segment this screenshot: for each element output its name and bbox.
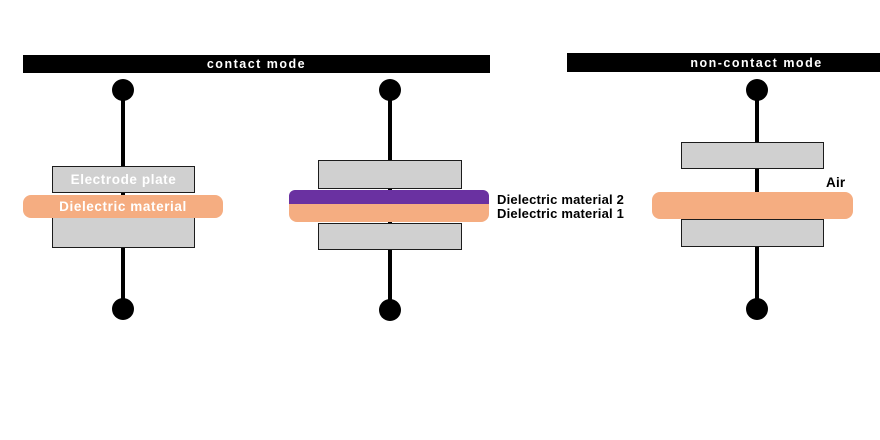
dielectric-bar bbox=[23, 195, 223, 218]
dielectric-bar bbox=[652, 192, 853, 219]
electrode-plate-top bbox=[681, 142, 824, 169]
electrode-plate-label: Electrode plate bbox=[70, 172, 177, 187]
contact-mode-header-label: contact mode bbox=[206, 57, 307, 71]
dielectric2-bar bbox=[289, 190, 489, 204]
air-gap-label: Air bbox=[826, 175, 846, 190]
dielectric2-label: Dielectric material 2 bbox=[497, 192, 625, 207]
dielectric-material-label: Dielectric material bbox=[59, 199, 187, 214]
bottom-terminal-dot bbox=[112, 298, 134, 320]
contact-mode-header-bar: contact mode bbox=[23, 55, 490, 73]
electrode-plate-bottom bbox=[681, 219, 824, 247]
electrode-plate-top bbox=[318, 160, 462, 189]
dielectric1-bar bbox=[289, 204, 489, 222]
electrode-plate-top bbox=[52, 166, 195, 193]
bottom-terminal-dot bbox=[746, 298, 768, 320]
dielectric1-label: Dielectric material 1 bbox=[497, 205, 625, 221]
electrode-plate-bottom bbox=[318, 223, 462, 250]
top-terminal-dot bbox=[112, 79, 134, 101]
non-contact-mode-header-label: non-contact mode bbox=[690, 55, 823, 70]
top-terminal-dot bbox=[379, 79, 401, 101]
bottom-terminal-dot bbox=[379, 299, 401, 321]
non-contact-mode-header-bar: non-contact mode bbox=[567, 53, 880, 72]
top-terminal-dot bbox=[746, 79, 768, 101]
